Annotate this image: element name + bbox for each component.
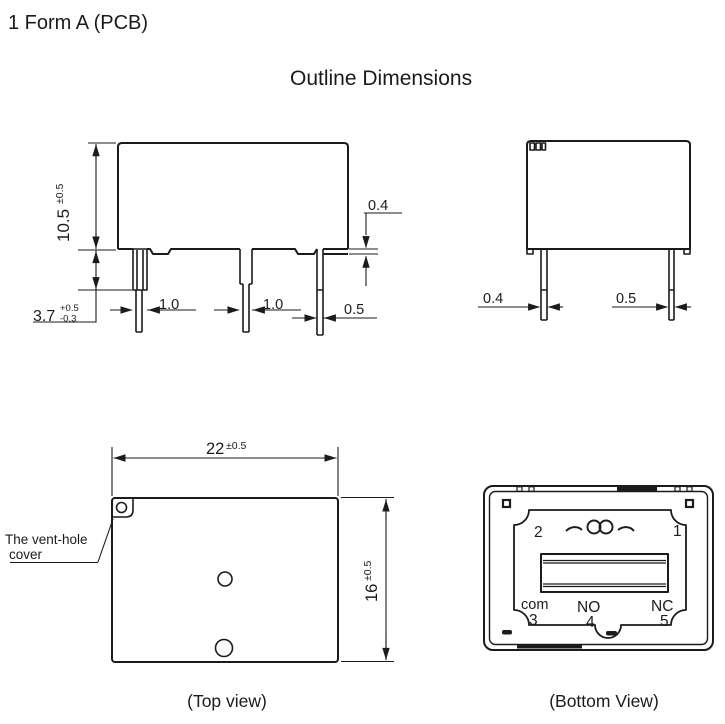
bottom-edge-ticks bbox=[516, 486, 693, 492]
side-view: 0.4 0.5 bbox=[478, 140, 691, 321]
no-pin-number: 4 bbox=[586, 614, 595, 631]
front-height-tolerance: ±0.5 bbox=[54, 183, 66, 204]
nc-pin-number: 5 bbox=[660, 613, 669, 630]
bottom-view-caption: (Bottom View) bbox=[549, 691, 659, 711]
side-pin-left-label: 0.4 bbox=[483, 291, 503, 307]
front-height-value: 10.5 bbox=[54, 209, 73, 242]
bottom-small-slot-center bbox=[606, 631, 617, 636]
side-body bbox=[526, 140, 691, 250]
side-pin-left bbox=[540, 249, 548, 321]
bottom-label-panel bbox=[513, 509, 687, 639]
bottom-view: 2 1 com 3 NO 4 NC 5 (Bottom View) bbox=[483, 485, 714, 711]
front-view: 10.5 ±0.5 3.7 +0.5 -0.3 1.0 1.0 bbox=[33, 142, 402, 336]
front-body-seat bbox=[323, 248, 348, 255]
front-pin-length-tol-plus: +0.5 bbox=[60, 303, 79, 314]
front-standoff-label: 0.4 bbox=[368, 198, 388, 214]
bottom-bottom-slot bbox=[517, 644, 582, 649]
side-pin-right-label: 0.5 bbox=[616, 291, 636, 307]
front-pin-3 bbox=[316, 249, 324, 336]
front-body-top-right bbox=[117, 142, 349, 249]
no-label: NO bbox=[577, 599, 600, 616]
bottom-small-slot-left bbox=[502, 630, 512, 635]
vent-note-line2: cover bbox=[9, 547, 43, 562]
side-foot-left bbox=[526, 248, 534, 255]
top-dim-width: 22 ±0.5 bbox=[111, 440, 339, 496]
side-foot-right bbox=[683, 248, 691, 255]
bottom-inner-wall bbox=[488, 490, 709, 646]
side-vent-detail bbox=[529, 142, 547, 151]
side-dim-pin-left: 0.4 bbox=[478, 291, 563, 311]
front-pin-length-value: 3.7 bbox=[33, 308, 55, 325]
front-pin-1 bbox=[132, 248, 148, 333]
top-hole-small bbox=[217, 571, 233, 587]
bottom-hole-right bbox=[684, 498, 695, 509]
front-pin-2 bbox=[239, 249, 253, 333]
top-depth-value: 16 bbox=[363, 584, 381, 602]
top-body bbox=[111, 497, 339, 663]
bottom-hole-left bbox=[501, 498, 512, 509]
front-pin3-width-label: 0.5 bbox=[344, 302, 364, 318]
front-body-bottom-b bbox=[147, 248, 240, 255]
side-pin-right bbox=[668, 249, 675, 321]
top-depth-tolerance: ±0.5 bbox=[362, 560, 374, 581]
front-dim-height: 10.5 ±0.5 bbox=[54, 142, 116, 251]
top-view-caption: (Top view) bbox=[187, 691, 267, 711]
front-pin1-width-label: 1.0 bbox=[159, 297, 179, 313]
com-pin-number: 3 bbox=[529, 612, 538, 629]
side-dim-pin-right: 0.5 bbox=[612, 291, 691, 311]
vent-note: The vent-hole cover bbox=[5, 518, 114, 564]
bottom-center-slot bbox=[540, 553, 669, 593]
bottom-outer-case bbox=[483, 485, 714, 651]
section-heading: Outline Dimensions bbox=[290, 67, 472, 90]
front-dim-pin2-width: 1.0 bbox=[214, 297, 301, 314]
front-dim-pin3-width: 0.5 bbox=[292, 302, 377, 322]
vent-note-line1: The vent-hole bbox=[5, 532, 88, 547]
com-label: com bbox=[521, 597, 548, 613]
header: 1 Form A (PCB) Outline Dimensions bbox=[8, 12, 472, 90]
front-dim-pin1-width: 1.0 bbox=[110, 297, 196, 314]
front-pin2-width-label: 1.0 bbox=[263, 297, 283, 313]
top-dim-depth: 16 ±0.5 bbox=[341, 496, 394, 663]
top-view: The vent-hole cover 22 ±0.5 16 ±0.5 (Top… bbox=[5, 440, 394, 711]
nc-label: NC bbox=[651, 598, 673, 615]
top-width-value: 22 bbox=[206, 440, 224, 458]
vent-hole-cover bbox=[112, 498, 134, 518]
coil-symbol bbox=[565, 519, 635, 535]
page-title: 1 Form A (PCB) bbox=[8, 12, 148, 34]
front-pin-length-tol-minus: -0.3 bbox=[60, 314, 76, 325]
terminal-1-label: 1 bbox=[673, 523, 682, 540]
front-dim-standoff: 0.4 bbox=[349, 198, 402, 286]
front-dim-pin-length: 3.7 +0.5 -0.3 bbox=[33, 250, 132, 325]
top-hole-large bbox=[214, 638, 234, 658]
front-body-bottom-c bbox=[252, 248, 318, 255]
bottom-top-slot bbox=[617, 487, 657, 492]
top-width-tolerance: ±0.5 bbox=[226, 440, 247, 452]
terminal-2-label: 2 bbox=[534, 524, 543, 541]
